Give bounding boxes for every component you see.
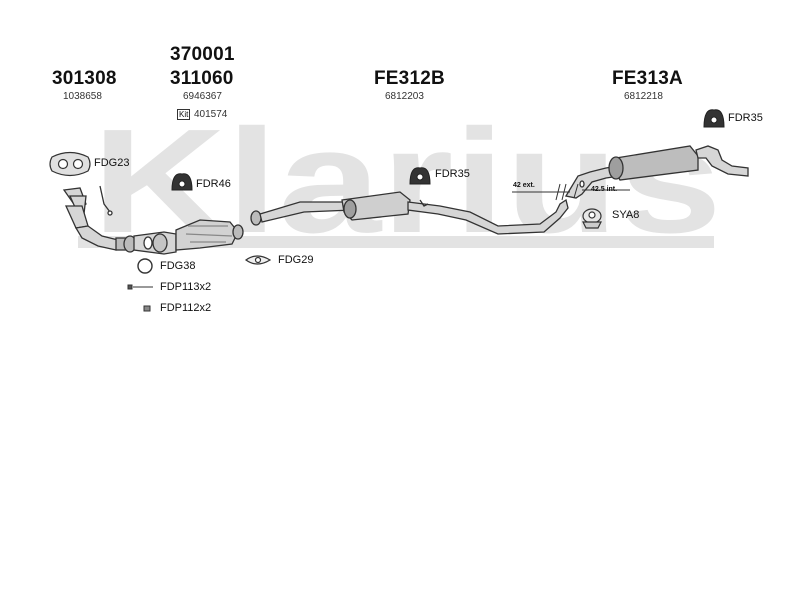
gasket-fdg29-icon	[244, 255, 272, 265]
fitting-label-fdr35-right: FDR35	[728, 112, 763, 124]
part-number-fe312b: FE312B	[374, 68, 445, 89]
fitting-label-fdp112: FDP112x2	[160, 302, 212, 314]
fitting-label-fdp113: FDP113x2	[160, 281, 212, 293]
front-downpipe	[62, 185, 127, 251]
ref-number-6812218: 6812218	[624, 91, 663, 102]
kit-badge: Kit	[177, 109, 191, 120]
pipe-note-ext: 42 ext.	[513, 182, 535, 189]
nut-fdp112-icon	[143, 305, 151, 312]
fitting-label-fdg23: FDG23	[94, 157, 130, 169]
gasket-fdg23-icon	[49, 151, 91, 177]
pipe-dimension-marks	[512, 183, 630, 201]
bolt-fdp113-icon	[127, 284, 153, 290]
part-number-370001: 370001	[170, 44, 235, 65]
part-number-311060: 311060	[170, 68, 234, 89]
ref-number-6946367: 6946367	[183, 91, 222, 102]
rear-silencer	[564, 145, 749, 199]
fitting-label-fdg38: FDG38	[160, 260, 196, 272]
rubber-mount-fdr35-mid-icon	[409, 167, 431, 185]
ring-fdg38-icon	[137, 258, 153, 274]
fitting-label-fdg29: FDG29	[278, 254, 314, 266]
catalytic-converter	[123, 219, 244, 255]
kit-ref-number: 401574	[194, 109, 228, 120]
part-number-301308: 301308	[52, 68, 117, 89]
fitting-label-fdr46: FDR46	[196, 178, 231, 190]
middle-silencer	[250, 191, 569, 235]
ref-number-1038658: 1038658	[63, 91, 102, 102]
fitting-label-fdr35-mid: FDR35	[435, 168, 470, 180]
pipe-note-int: 42.5 int.	[591, 186, 618, 193]
clamp-sya8-icon	[582, 208, 602, 229]
rubber-mount-fdr46-icon	[171, 173, 193, 191]
ref-number-6812203: 6812203	[385, 91, 424, 102]
part-number-fe313a: FE313A	[612, 68, 683, 89]
fitting-label-sya8: SYA8	[612, 209, 640, 221]
rubber-mount-fdr35-right-icon	[703, 109, 725, 128]
